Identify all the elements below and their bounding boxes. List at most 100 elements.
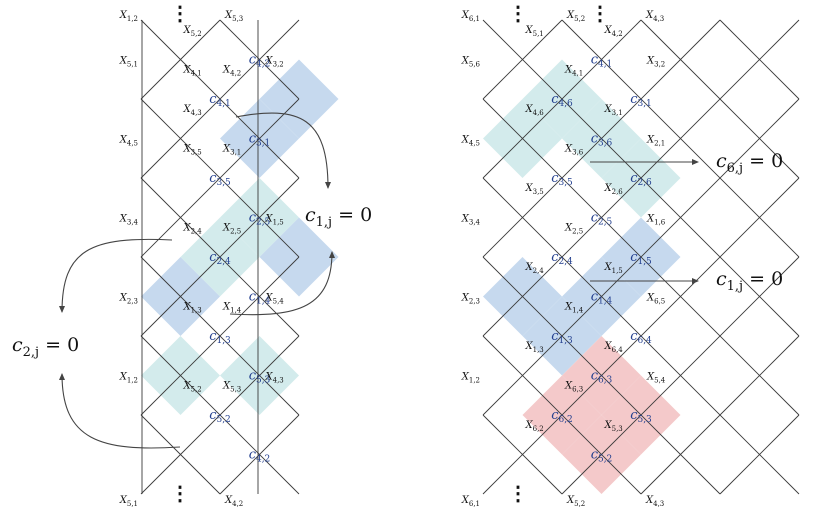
vertex-label-right: X2,5 — [564, 223, 583, 236]
vertex-label-right: X6,5 — [646, 293, 665, 306]
vertex-label-right: X2,1 — [646, 135, 665, 148]
vertex-label-right: X3,4 — [461, 214, 481, 227]
vertex-label-right: X3,1 — [604, 104, 623, 117]
cell-label-right: c2,5 — [591, 211, 613, 228]
equation-c1j-left: c1,j = 0 — [305, 204, 372, 230]
vertex-label-right: X6,1 — [461, 495, 480, 508]
cell-label-right: c6,4 — [630, 329, 652, 346]
vertex-label-right: X5,1 — [525, 25, 544, 38]
cell-label-right: c1,3 — [551, 329, 573, 346]
vertex-label-left: X5,3 — [224, 10, 243, 23]
lattice-line-left — [140, 256, 300, 416]
vertex-label-left: X2,4 — [183, 223, 203, 236]
vertex-label-right: X5,2 — [566, 495, 585, 508]
vertex-label-right: X5,6 — [461, 56, 481, 69]
vertex-label-right: X6,4 — [604, 341, 624, 354]
vertex-label-right: X3,6 — [564, 144, 584, 157]
vertex-label-left: X1,4 — [222, 302, 242, 315]
vertex-label-right: X4,5 — [461, 135, 480, 148]
lattice-line-right — [482, 19, 800, 337]
vertex-label-left: X5,3 — [222, 381, 241, 394]
cell-label-left: c5,2 — [209, 408, 231, 425]
vertex-label-left: X5,2 — [183, 25, 202, 38]
vertex-label-left: X3,5 — [183, 144, 202, 157]
cell-label-left: c2,4 — [209, 250, 231, 267]
cell-label-right: c4,1 — [591, 53, 613, 70]
lattice-line-right — [482, 19, 642, 179]
vertex-label-right: X5,4 — [646, 372, 666, 385]
vertex-label-left: X3,4 — [119, 214, 139, 227]
vertex-label-left: X4,1 — [183, 65, 202, 78]
cell-label-left: c2,5 — [249, 211, 271, 228]
vertex-label-right: X3,5 — [525, 183, 544, 196]
vertex-label-left: X3,2 — [265, 56, 284, 69]
cell-label-right: c6,3 — [591, 369, 613, 386]
vertex-label-right: X2,4 — [525, 262, 545, 275]
vertex-label-right: X1,4 — [564, 302, 584, 315]
cell-label-right: c5,3 — [630, 408, 652, 425]
vertex-label-right: X4,3 — [645, 495, 664, 508]
shaded-cells — [141, 59, 681, 494]
arrow-c24-to-c2j — [59, 238, 173, 313]
cell-label-right: c6,2 — [551, 408, 573, 425]
vertex-label-right: X4,3 — [645, 10, 664, 23]
cell-label-left: c3,1 — [249, 132, 271, 149]
vertex-label-left: X4,3 — [183, 104, 202, 117]
equation-c2j-left: c2,j = 0 — [12, 334, 79, 360]
vertex-label-right: X3,2 — [646, 56, 665, 69]
cell-label-left: c3,5 — [209, 171, 231, 188]
lattice-line-right — [482, 19, 721, 258]
vertex-label-left: X5,4 — [265, 293, 285, 306]
arrow-c52-to-c2j — [59, 373, 181, 449]
ellipsis-bottom-right: ⋮ — [508, 481, 528, 505]
ellipsis-bottom-left: ⋮ — [170, 481, 190, 505]
cell-label-left: c4,2 — [249, 448, 271, 465]
lattice-line-right — [482, 177, 800, 495]
cell-label-left: c1,4 — [249, 290, 271, 307]
lattice-line-left — [140, 19, 221, 100]
cell-label-right: c3,1 — [630, 92, 652, 109]
cell-label-left: c1,3 — [209, 329, 231, 346]
equation-c1j-right: c1,j = 0 — [716, 268, 783, 294]
cell-label-left: c4,2 — [249, 53, 271, 70]
vertex-label-left: X5,1 — [119, 495, 138, 508]
grid-labels: c4,2 c4,1 c3,1 c3,5 c2,5 c2,4 c1,4 c1,3 c5,3 c5,2… — [119, 10, 666, 508]
vertex-label-right: X6,3 — [564, 381, 583, 394]
vertex-label-right: X5,2 — [566, 10, 585, 23]
vertex-label-right: X6,1 — [461, 10, 480, 23]
vertex-label-left: X4,2 — [224, 495, 243, 508]
cell-label-right: c1,5 — [630, 250, 652, 267]
vertex-label-right: X4,2 — [604, 25, 623, 38]
vertex-label-right: X1,3 — [525, 341, 544, 354]
lattice-line-right — [482, 19, 563, 100]
ellipsis-top-left: ⋮ — [170, 1, 190, 25]
cell-label-right: c1,4 — [591, 290, 613, 307]
arrow-c14-to-c1j — [229, 251, 335, 316]
vertex-label-right: X1,5 — [604, 262, 623, 275]
ellipsis-top-right-2: ⋮ — [590, 1, 610, 25]
vertex-label-left: X1,3 — [183, 302, 202, 315]
vertex-label-left: X2,5 — [222, 223, 241, 236]
cell-label-right: c5,2 — [591, 448, 613, 465]
cell-label-left: c5,3 — [249, 369, 271, 386]
cell-label-right: c3,6 — [591, 132, 613, 149]
cell-label-right: c2,4 — [551, 250, 573, 267]
vertex-label-left: X5,2 — [183, 381, 202, 394]
cell-label-left: c4,1 — [209, 92, 231, 109]
vertex-label-left: X4,5 — [119, 135, 138, 148]
lattice-line-left — [219, 414, 300, 495]
vertex-label-left: X4,2 — [222, 65, 241, 78]
vertex-label-right: X2,3 — [461, 293, 480, 306]
vertex-label-right: X4,1 — [564, 65, 583, 78]
lattice-line-left — [140, 98, 300, 258]
arrow-c31-to-c1j — [235, 112, 331, 189]
vertex-label-left: X3,1 — [222, 144, 241, 157]
vertex-label-left: X5,1 — [119, 56, 138, 69]
ellipsis-top-right-1: ⋮ — [508, 1, 528, 25]
lattice-line-right — [482, 98, 800, 416]
vertex-label-right: X2,6 — [604, 183, 624, 196]
cell-label-right: c2,6 — [630, 171, 652, 188]
vertex-label-right: X1,6 — [646, 214, 666, 227]
cell-label-right: c3,5 — [551, 171, 573, 188]
